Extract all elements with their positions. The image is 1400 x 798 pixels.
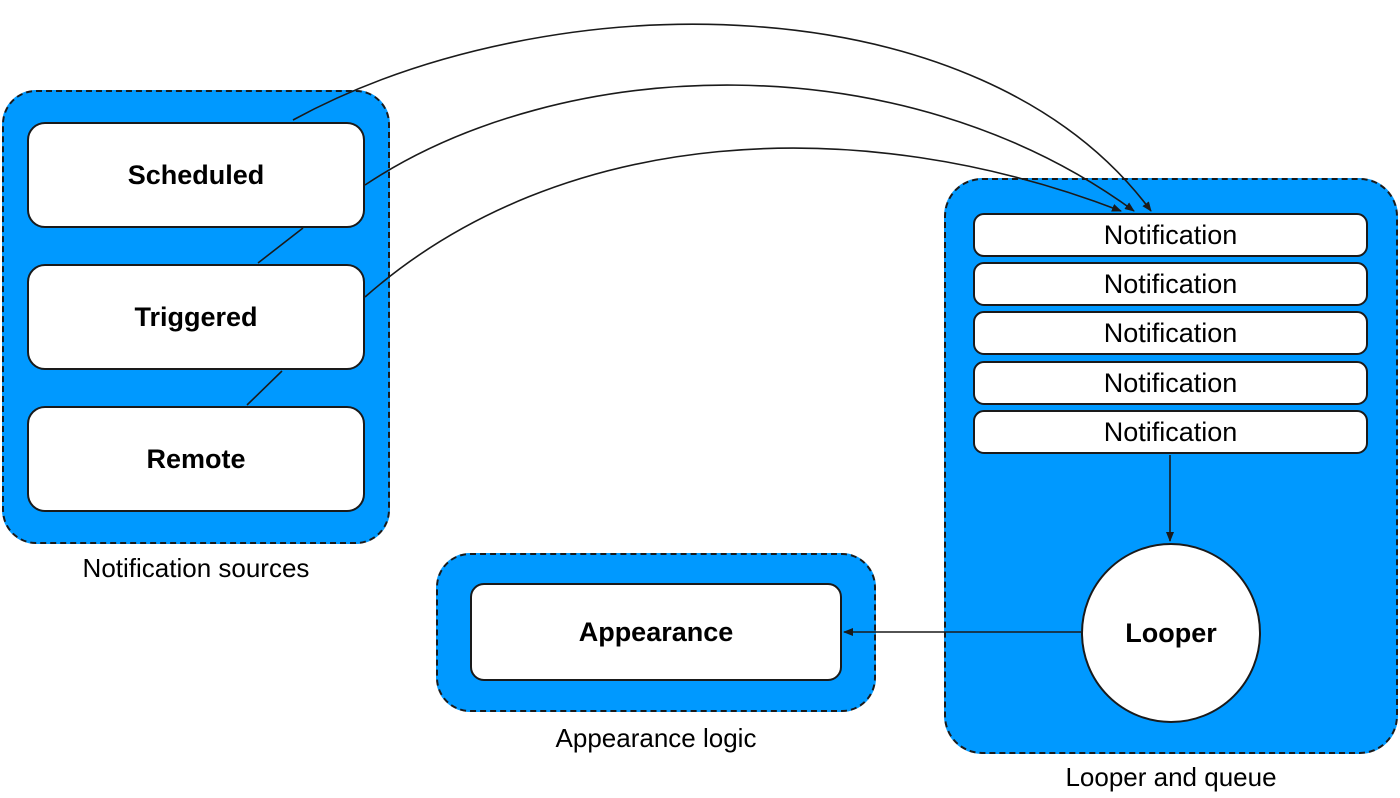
looper-node: Looper	[1081, 543, 1261, 723]
notification-sources-caption: Notification sources	[82, 553, 310, 583]
queue-notification-4: Notification	[973, 361, 1368, 405]
remote-box: Remote	[27, 406, 365, 512]
queue-notification-1: Notification	[973, 213, 1368, 257]
looper-queue-caption: Looper and queue	[1065, 762, 1277, 792]
queue-notification-2: Notification	[973, 262, 1368, 306]
appearance-logic-caption: Appearance logic	[555, 723, 757, 753]
triggered-box: Triggered	[27, 264, 365, 370]
queue-notification-3: Notification	[973, 311, 1368, 355]
appearance-box: Appearance	[470, 583, 842, 681]
queue-notification-5: Notification	[973, 410, 1368, 454]
scheduled-box: Scheduled	[27, 122, 365, 228]
